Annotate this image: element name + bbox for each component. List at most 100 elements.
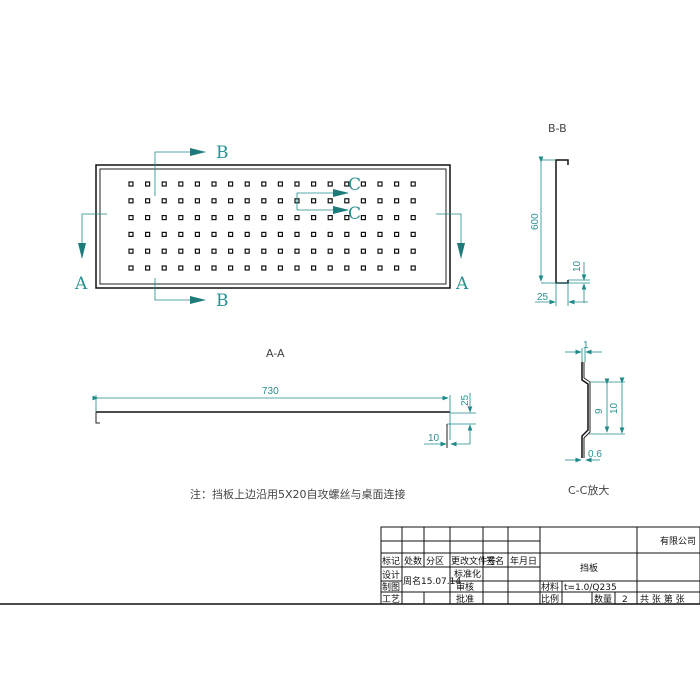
detail-cc-view: 1 9 10 0.6 C-C放大: [565, 340, 625, 497]
square-hole: [277, 248, 283, 254]
square-hole: [410, 181, 416, 187]
square-hole: [128, 248, 134, 254]
dim-10: 10: [428, 433, 440, 444]
square-hole: [261, 231, 267, 237]
review-label: 审核: [456, 581, 474, 593]
square-hole: [394, 181, 400, 187]
square-hole: [145, 231, 151, 237]
square-hole: [194, 265, 200, 271]
square-hole: [294, 231, 300, 237]
hole-grid: [128, 181, 416, 271]
square-hole: [394, 198, 400, 204]
process-label: 工艺: [382, 594, 400, 605]
square-hole: [145, 215, 151, 221]
square-hole: [145, 248, 151, 254]
standard-label: 标准化: [454, 568, 481, 580]
square-hole: [161, 181, 167, 187]
dim-10: 10: [609, 402, 620, 414]
material-value: t=1.0/Q235: [564, 583, 617, 593]
square-hole: [261, 215, 267, 221]
square-hole: [211, 265, 217, 271]
dim-600: 600: [530, 213, 541, 230]
square-hole: [194, 215, 200, 221]
square-hole: [394, 265, 400, 271]
dim-0.6: 0.6: [588, 449, 602, 460]
square-hole: [410, 215, 416, 221]
square-hole: [410, 231, 416, 237]
square-hole: [178, 265, 184, 271]
section-b-label: B: [216, 291, 229, 311]
square-hole: [211, 198, 217, 204]
square-hole: [394, 231, 400, 237]
square-hole: [244, 265, 250, 271]
square-hole: [327, 265, 333, 271]
square-hole: [377, 231, 383, 237]
square-hole: [344, 265, 350, 271]
square-hole: [261, 248, 267, 254]
top-view: B B A A C C: [74, 143, 469, 311]
square-hole: [311, 198, 317, 204]
square-hole: [194, 248, 200, 254]
square-hole: [178, 215, 184, 221]
square-hole: [277, 198, 283, 204]
dim-10: 10: [572, 260, 583, 272]
square-hole: [211, 181, 217, 187]
square-hole: [228, 215, 234, 221]
header-count: 处数: [404, 555, 422, 567]
section-c-marker: [296, 189, 349, 210]
square-hole: [277, 181, 283, 187]
sheet-count: 共 张 第 张: [640, 593, 685, 605]
section-b-label: B: [216, 143, 229, 163]
square-hole: [377, 181, 383, 187]
square-hole: [261, 181, 267, 187]
square-hole: [178, 181, 184, 187]
square-hole: [161, 215, 167, 221]
section-b-top-marker: [154, 148, 206, 196]
designer-date: 周名15.07.14: [403, 575, 461, 587]
note-text: 注：挡板上边沿用5X20自攻螺丝与桌面连接: [190, 487, 406, 501]
square-hole: [261, 265, 267, 271]
square-hole: [377, 248, 383, 254]
square-hole: [311, 231, 317, 237]
header-mark: 标记: [382, 555, 400, 567]
square-hole: [344, 198, 350, 204]
square-hole: [360, 215, 366, 221]
header-date: 年月日: [510, 555, 537, 567]
dim-9: 9: [594, 408, 605, 414]
square-hole: [344, 231, 350, 237]
square-hole: [360, 265, 366, 271]
section-a-label: A: [455, 274, 469, 294]
square-hole: [161, 231, 167, 237]
square-hole: [228, 181, 234, 187]
square-hole: [161, 198, 167, 204]
part-name: 挡板: [580, 562, 598, 574]
square-hole: [344, 248, 350, 254]
square-hole: [194, 231, 200, 237]
section-bb-view: B-B 600 10 25: [530, 122, 590, 306]
scale-label: 比例: [541, 593, 559, 605]
section-aa-title: A-A: [266, 347, 285, 360]
dim-25: 25: [537, 292, 549, 303]
square-hole: [145, 198, 151, 204]
square-hole: [228, 198, 234, 204]
section-aa-view: A-A 730 25 10: [92, 347, 476, 448]
square-hole: [244, 215, 250, 221]
header-zone: 分区: [426, 556, 444, 567]
square-hole: [327, 181, 333, 187]
square-hole: [327, 198, 333, 204]
square-hole: [128, 198, 134, 204]
square-hole: [327, 248, 333, 254]
square-hole: [410, 265, 416, 271]
square-hole: [360, 248, 366, 254]
detail-cc-profile: [581, 362, 589, 458]
design-label: 设计: [382, 569, 400, 581]
square-hole: [294, 265, 300, 271]
section-b-bottom-marker: [154, 278, 206, 304]
square-hole: [410, 198, 416, 204]
square-hole: [178, 231, 184, 237]
square-hole: [311, 248, 317, 254]
square-hole: [410, 248, 416, 254]
square-hole: [311, 215, 317, 221]
square-hole: [244, 198, 250, 204]
